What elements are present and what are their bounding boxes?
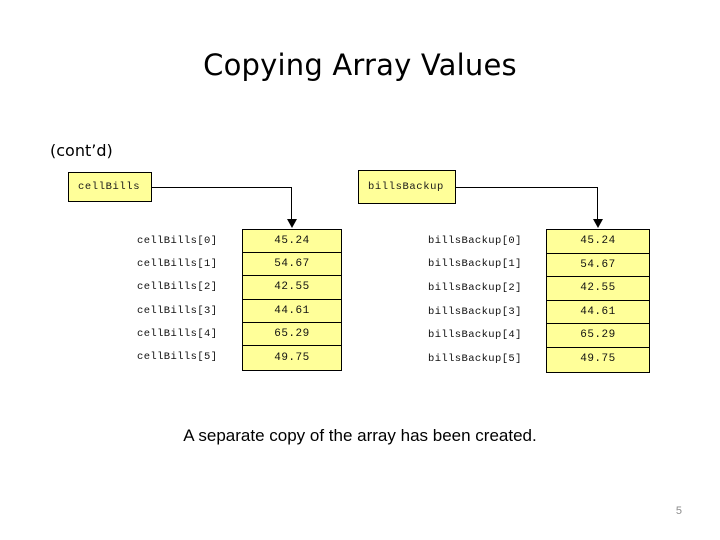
array-table-cellbills: 45.24 54.67 42.55 44.61 65.29 49.75 [242,229,342,371]
connector-line-left-vertical [291,187,292,221]
index-label: billsBackup[4] [428,329,522,342]
arrowhead-icon-right [593,219,603,228]
connector-line-right-vertical [597,187,598,221]
index-label: cellBills[1] [137,257,218,270]
index-label: cellBills[2] [137,281,218,294]
connector-line-right-horizontal [456,187,598,188]
arrowhead-icon-left [287,219,297,228]
index-label-column-right: billsBackup[0] billsBackup[1] billsBacku… [428,229,544,371]
index-label: billsBackup[3] [428,305,522,318]
index-label: billsBackup[2] [428,281,522,294]
pointer-box-cellbills: cellBills [68,172,152,202]
array-cell: 49.75 [274,351,310,364]
connector-line-left-horizontal [152,187,292,188]
pointer-box-billsbackup: billsBackup [358,170,456,204]
index-label: cellBills[0] [137,234,218,247]
index-label: cellBills[4] [137,327,218,340]
array-cell: 65.29 [547,324,649,348]
index-label: billsBackup[5] [428,352,522,365]
array-cell: 65.29 [243,323,341,346]
index-label: billsBackup[1] [428,258,522,271]
index-label: cellBills[3] [137,304,218,317]
page-number: 5 [675,505,682,517]
array-cell: 54.67 [243,253,341,277]
array-cell: 49.75 [580,353,616,366]
index-label: billsBackup[0] [428,234,522,247]
array-cell: 44.61 [243,300,341,323]
page-title: Copying Array Values [203,48,517,82]
slide-caption: A separate copy of the array has been cr… [183,426,537,445]
array-cell: 45.24 [547,230,649,254]
continued-label: (cont’d) [50,141,113,160]
array-cell: 42.55 [243,276,341,300]
index-label-column-left: cellBills[0] cellBills[1] cellBills[2] c… [137,229,237,369]
array-cell: 42.55 [547,277,649,301]
array-cell: 44.61 [547,301,649,324]
pointer-box-cellbills-label: cellBills [78,181,141,193]
index-label: cellBills[5] [137,351,218,364]
array-table-billsbackup: 45.24 54.67 42.55 44.61 65.29 49.75 [546,229,650,373]
pointer-box-billsbackup-label: billsBackup [368,181,444,193]
array-cell: 45.24 [243,230,341,254]
array-cell: 54.67 [547,254,649,277]
